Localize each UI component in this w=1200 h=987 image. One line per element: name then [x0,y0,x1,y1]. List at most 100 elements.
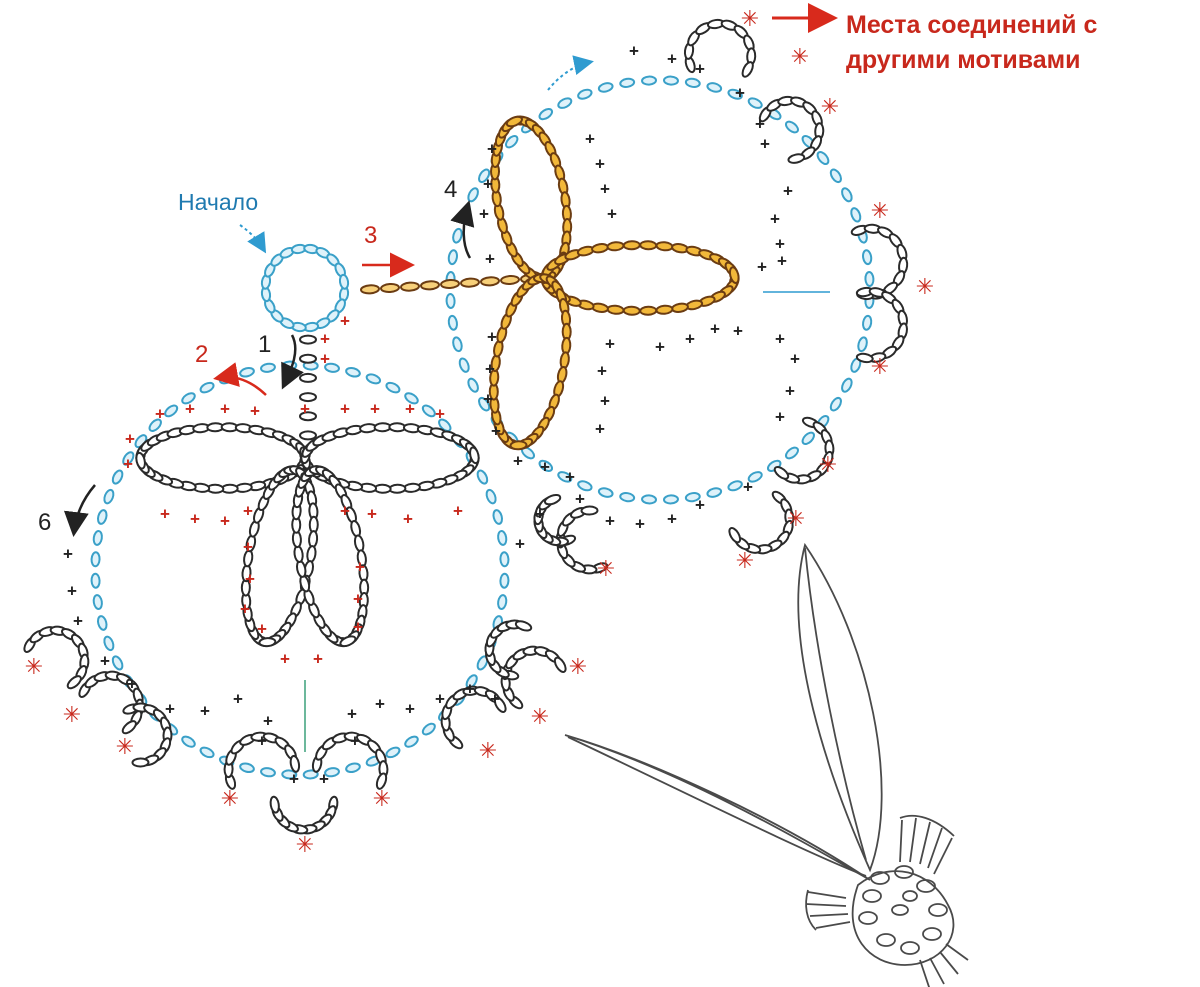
horizontal-chain [460,277,480,288]
petal-right-motif [606,241,625,252]
picot-loop [514,620,533,632]
join-point-symbol: ✳ [736,549,754,574]
single-crochet-symbol: + [487,139,497,158]
picot-loop [580,505,599,516]
ring-chain-left [345,366,361,378]
ring-chain-left [385,746,401,759]
ring-chain-right [458,357,470,373]
single-crochet-symbol: + [655,337,665,356]
ring-chain-left [181,735,196,748]
ring-chain-left [92,530,103,546]
single-crochet-symbol: + [629,41,639,60]
single-crochet-symbol: + [515,534,525,553]
petal-left-motif [258,637,277,648]
ring-chain-left [485,488,497,505]
single-crochet-symbol-red: + [367,504,377,523]
ring-chain-left [302,769,319,780]
ring-chain-left [345,762,361,774]
picot-loop [121,720,137,735]
ring-chain-right [447,249,458,266]
single-crochet-symbol: + [200,701,210,720]
single-crochet-symbol: + [127,674,137,693]
single-crochet-symbol-red: + [340,501,350,520]
ring-chain-right [784,446,799,460]
single-crochet-symbol: + [483,389,493,408]
ring-chain-left [96,615,108,631]
ring-chain-right [538,108,554,121]
single-crochet-symbol: + [319,769,329,788]
step-number-6: 6 [38,509,51,536]
ring-chain-left [199,746,215,759]
join-point-symbol: ✳ [871,355,889,380]
petal-left-motif [135,451,146,470]
picot-loop [773,465,790,480]
single-crochet-symbol-red: + [123,454,133,473]
ring-chain-right [452,336,463,353]
petal-right-motif [639,305,658,316]
join-point-symbol: ✳ [871,199,889,224]
single-crochet-symbol: + [375,694,385,713]
single-crochet-symbol-red: + [243,501,253,520]
join-point-symbol: ✳ [296,833,314,858]
ring-chain-left [281,769,298,780]
vertical-chain [299,372,317,383]
ring-chain-right [801,431,815,445]
ring-chain-right [747,97,763,109]
join-point-symbol: ✳ [25,655,43,680]
single-crochet-symbol: + [233,689,243,708]
single-crochet-symbol: + [487,327,497,346]
single-crochet-symbol: + [695,59,705,78]
ring-chain-left [148,418,162,432]
ring-chain-right [841,377,853,393]
picot-loop [728,527,742,544]
single-crochet-symbol-red: + [300,399,310,418]
ring-chain-left [122,451,135,466]
single-crochet-symbol: + [595,419,605,438]
single-crochet-symbol: + [405,699,415,718]
arrow-step-6 [63,484,96,537]
petal-right-motif [509,440,528,451]
ring-chain-right [467,187,479,203]
ring-chain-left [497,594,508,610]
single-crochet-symbol-red: + [353,617,363,636]
single-crochet-symbol: + [685,329,695,348]
picot-loop [493,696,507,713]
single-crochet-symbol: + [775,407,785,426]
petal-left-motif [373,422,392,433]
ring-chain-left [181,392,196,405]
single-crochet-symbol: + [435,689,445,708]
picot-loop [66,675,82,690]
ring-chain-right [684,492,701,503]
ring-chain-right [557,97,573,109]
picot-loop [553,656,567,673]
single-crochet-symbol: + [757,257,767,276]
join-point-symbol: ✳ [531,705,549,730]
step-number-2: 2 [195,341,208,368]
step-number-4: 4 [444,176,457,203]
join-point-symbol: ✳ [821,95,839,120]
single-crochet-symbol: + [635,514,645,533]
join-point-symbol: ✳ [479,739,497,764]
ring-chain-left [324,767,340,778]
start-label: Начало [178,189,258,215]
single-crochet-symbol: + [63,544,73,563]
single-crochet-symbol: + [595,154,605,173]
ring-chain-right [784,120,799,134]
single-crochet-symbol: + [600,391,610,410]
single-crochet-symbol-red: + [240,599,250,618]
ring-chain-left [421,404,436,418]
single-crochet-symbol-red: + [355,557,365,576]
single-crochet-symbol: + [485,359,495,378]
single-crochet-symbol: + [257,731,267,750]
ring-chain-right [829,168,842,184]
join-point-symbol: ✳ [373,787,391,812]
single-crochet-symbol: + [790,349,800,368]
single-crochet-symbol-red: + [340,399,350,418]
single-crochet-symbol-red: + [220,511,230,530]
petal-left-motif [306,545,317,563]
single-crochet-symbol: + [491,421,501,440]
single-crochet-symbol-red: + [190,509,200,528]
single-crochet-symbol: + [605,334,615,353]
ring-chain-left [164,404,179,418]
single-crochet-symbol: + [540,457,550,476]
